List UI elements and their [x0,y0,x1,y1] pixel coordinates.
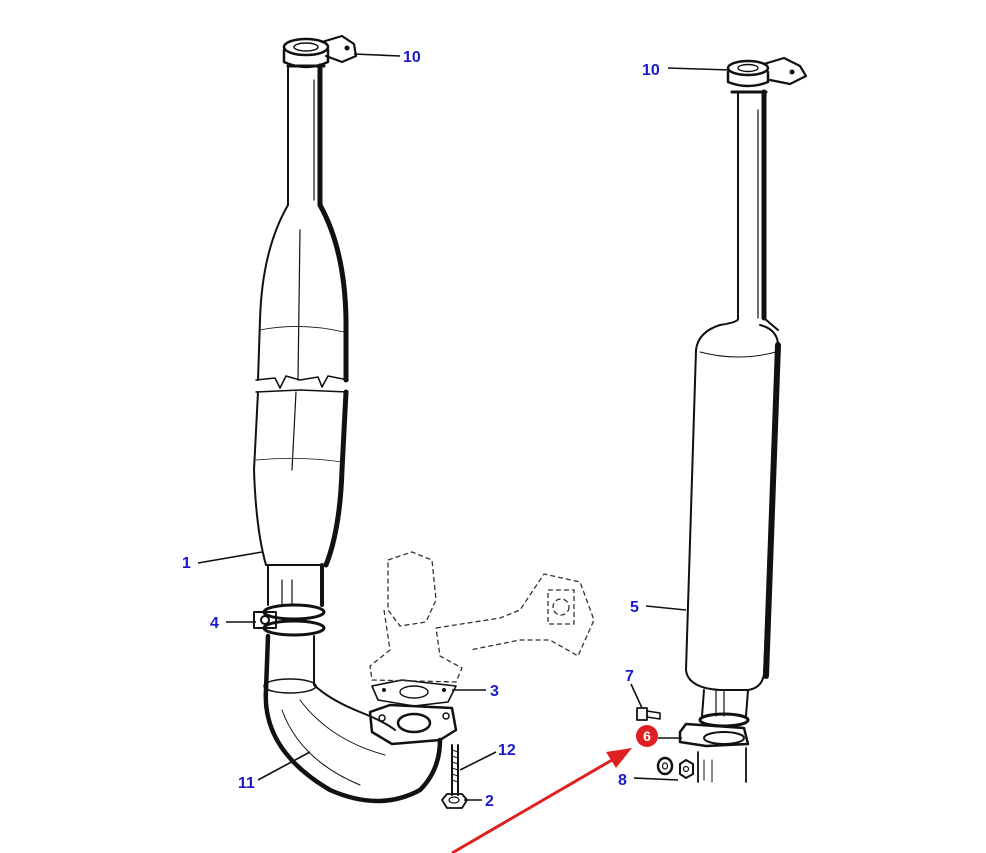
stud-and-nut [441,744,468,809]
left-lower-collar [253,563,326,637]
highlight-arrow [451,748,632,853]
right-muffler-body [685,324,781,691]
gasket [371,679,457,707]
right-upper-tube [719,89,779,331]
callout-11: 11 [238,775,255,792]
left-exhaust-pipe-assembly [253,34,595,809]
callout-labels: 10 10 1 4 5 3 7 12 11 8 2 [182,49,660,810]
callout-10-left: 10 [403,49,421,66]
exhaust-manifold-outline [369,551,595,683]
left-upper-tube [287,63,323,208]
callout-8: 8 [618,772,627,789]
callout-2: 2 [485,793,494,810]
callout-4: 4 [210,615,219,632]
right-exhaust-pipe-assembly [636,56,808,783]
left-muffler-body [253,202,349,568]
callout-5: 5 [630,599,639,616]
callout-12: 12 [498,742,516,759]
callout-6-highlight[interactable]: 6 [636,725,658,747]
callout-7: 7 [625,668,634,685]
callout-6: 6 [643,728,651,744]
left-elbow-pipe [263,633,458,804]
right-lower-collar [678,689,750,783]
washer-and-nut [656,756,694,779]
callout-3: 3 [490,683,499,700]
callout-10-right: 10 [642,62,660,79]
callout-1: 1 [182,555,191,572]
bolt [636,707,661,721]
right-rain-cap [726,56,808,94]
callout-6-badge [636,725,658,747]
leader-lines [197,53,731,801]
left-rain-cap [282,34,358,69]
